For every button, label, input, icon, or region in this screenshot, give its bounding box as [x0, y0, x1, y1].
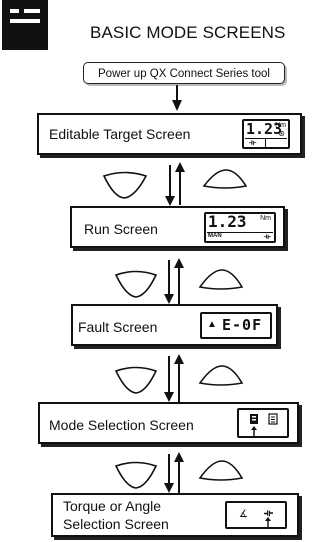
torque-angle-label-line1: Torque or Angle — [63, 498, 162, 514]
right-button-icon — [198, 460, 244, 481]
fault-lcd: ▲ E-0F — [200, 312, 272, 339]
mode-symbol: ⊛ — [278, 129, 285, 138]
editable-target-screen-label: Editable Target Screen — [49, 126, 191, 142]
lcd-value: 1.23 — [208, 212, 247, 231]
left-button-icon — [102, 171, 148, 199]
left-button-icon — [114, 270, 158, 298]
left-button-icon — [114, 461, 158, 489]
warning-icon: ▲ — [207, 319, 217, 330]
mode-selection-screen-node: Mode Selection Screen — [38, 402, 299, 444]
left-button-icon — [114, 366, 158, 394]
lcd-unit: Nm — [260, 215, 271, 222]
lcd-sub: MAN — [208, 233, 222, 239]
run-screen-node: Run Screen 1.23 Nm MAN ⟛ — [70, 206, 285, 248]
right-button-icon — [198, 269, 244, 290]
editable-target-lcd: 1.23 Nm ⊛ ⟛ — [242, 119, 290, 149]
torque-angle-selection-screen-node: Torque or Angle Selection Screen ∡ ⟛ — [51, 493, 299, 537]
torque-icon: ⟛ — [264, 508, 274, 519]
up-arrow-icon — [265, 517, 271, 527]
mode-icons — [250, 413, 278, 436]
torque-icon: ⟛ — [249, 138, 257, 147]
fault-screen-node: Fault Screen ▲ E-0F — [71, 304, 278, 346]
right-button-icon — [202, 169, 248, 189]
angle-icon: ∡ — [239, 509, 248, 520]
right-button-icon — [198, 365, 244, 386]
logo-icon — [2, 0, 48, 50]
mode-selection-lcd — [237, 408, 289, 438]
editable-target-screen-node: Editable Target Screen 1.23 Nm ⊛ ⟛ — [37, 113, 302, 155]
run-lcd: 1.23 Nm MAN ⟛ — [204, 212, 276, 243]
torque-angle-lcd: ∡ ⟛ — [225, 501, 287, 529]
fault-code: E-0F — [222, 316, 263, 334]
fault-screen-label: Fault Screen — [78, 319, 158, 335]
page-title: BASIC MODE SCREENS — [90, 23, 286, 42]
lcd-unit: Nm — [275, 122, 286, 129]
run-screen-label: Run Screen — [84, 221, 158, 237]
torque-angle-label-line2: Selection Screen — [63, 516, 169, 532]
lcd-value: 1.23 — [246, 120, 283, 138]
torque-icon: ⟛ — [263, 232, 271, 241]
mode-selection-screen-label: Mode Selection Screen — [49, 417, 194, 433]
power-up-node: Power up QX Connect Series tool — [83, 62, 285, 84]
